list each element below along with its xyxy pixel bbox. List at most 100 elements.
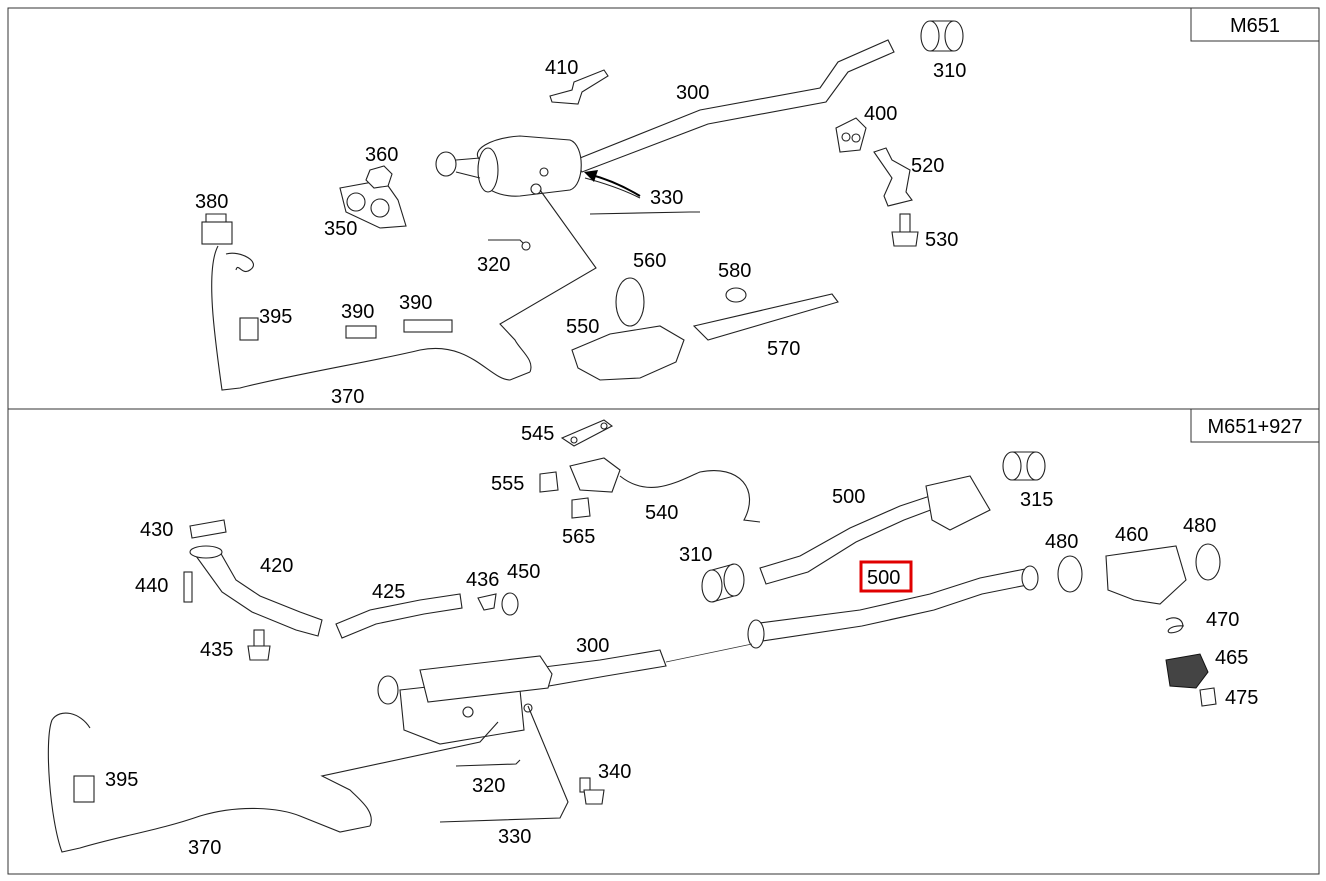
part-360-nut [365, 165, 393, 189]
labels-top: 410 300 310 400 520 360 330 380 350 530 … [195, 57, 966, 408]
section-title-bottom: M651+927 [1190, 408, 1320, 443]
section-frame-bottom [7, 408, 1320, 875]
label-565: 565 [562, 526, 595, 548]
part-460-valve [1105, 545, 1187, 605]
part-370-harness-bottom [47, 712, 499, 853]
label-300-bottom: 300 [576, 635, 609, 657]
label-395-bottom: 395 [105, 769, 138, 791]
part-565-grommet [571, 497, 591, 519]
arrow-330-top [587, 173, 641, 197]
label-500-highlighted: 500 [867, 567, 900, 589]
part-420-pipe [189, 545, 323, 637]
label-400: 400 [864, 103, 897, 125]
part-520-bracket [873, 147, 913, 207]
part-550-heat-shield [571, 325, 685, 381]
part-440-stud [183, 571, 193, 603]
section-title-bottom-text: M651+927 [1207, 416, 1302, 438]
label-580: 580 [718, 260, 751, 282]
section-title-top-text: M651 [1230, 15, 1280, 37]
part-315-clamp [1002, 451, 1046, 481]
label-330-top: 330 [650, 187, 683, 209]
label-370-bottom: 370 [188, 837, 221, 859]
part-555-grommet [539, 471, 559, 493]
label-320-bottom: 320 [472, 775, 505, 797]
part-400-hanger [835, 117, 867, 153]
part-dpf-bottom [377, 655, 553, 745]
label-410: 410 [545, 57, 578, 79]
part-320-sensor-bottom [455, 759, 521, 767]
part-395-clip-top [239, 317, 259, 341]
label-570: 570 [767, 338, 800, 360]
label-560: 560 [633, 250, 666, 272]
part-475-bolt [1199, 687, 1217, 707]
label-360: 360 [365, 144, 398, 166]
label-395-top: 395 [259, 306, 292, 328]
label-430: 430 [140, 519, 173, 541]
part-430-gasket [189, 519, 227, 539]
part-310-clamp-top [920, 20, 964, 52]
label-530: 530 [925, 229, 958, 251]
part-465-actuator [1165, 653, 1209, 689]
part-480-clamp-b [1195, 543, 1221, 581]
part-450-clamp [501, 592, 519, 616]
part-425-pipe [335, 593, 463, 639]
label-555: 555 [491, 473, 524, 495]
part-340-bolt [579, 777, 605, 805]
part-390-clip-a [345, 325, 377, 339]
label-470: 470 [1206, 609, 1239, 631]
label-520: 520 [911, 155, 944, 177]
label-370-top: 370 [331, 386, 364, 408]
part-580-clip [725, 287, 747, 303]
part-560-ring [615, 277, 645, 327]
highlight-box-500 [859, 560, 913, 593]
part-570-heat-shield [692, 293, 839, 341]
label-390-a: 390 [341, 301, 374, 323]
part-390-clip-b [403, 319, 453, 333]
label-315: 315 [1020, 489, 1053, 511]
part-435-bolt [247, 629, 271, 661]
part-410-bracket [549, 69, 609, 105]
part-540-control-unit [569, 457, 761, 523]
label-440: 440 [135, 575, 168, 597]
label-550: 550 [566, 316, 599, 338]
part-395-clip-bottom [73, 775, 95, 803]
section-title-top: M651 [1190, 7, 1320, 42]
part-530-bolt [891, 213, 919, 247]
label-300-top: 300 [676, 82, 709, 104]
part-350-gasket [339, 179, 407, 229]
label-475: 475 [1225, 687, 1258, 709]
part-310-clamp-bottom [701, 563, 745, 603]
part-330-sensor-line-top [584, 177, 700, 215]
label-450: 450 [507, 561, 540, 583]
label-480-b: 480 [1183, 515, 1216, 537]
label-310-bottom: 310 [679, 544, 712, 566]
part-436-gasket [477, 593, 497, 611]
label-320-top: 320 [477, 254, 510, 276]
label-465: 465 [1215, 647, 1248, 669]
label-310-top: 310 [933, 60, 966, 82]
label-500-upper: 500 [832, 486, 865, 508]
part-480-clamp-a [1057, 555, 1083, 593]
part-500-pipe-highlighted [747, 565, 1039, 649]
leader-300-500 [665, 643, 753, 663]
part-370-harness-top [211, 189, 597, 391]
label-545: 545 [521, 423, 554, 445]
label-380: 380 [195, 191, 228, 213]
label-420: 420 [260, 555, 293, 577]
part-330-line-bottom [439, 705, 569, 823]
part-545-bracket [560, 419, 614, 447]
label-340: 340 [598, 761, 631, 783]
label-350: 350 [324, 218, 357, 240]
label-390-b: 390 [399, 292, 432, 314]
part-380-connector [201, 213, 233, 245]
label-540: 540 [645, 502, 678, 524]
part-470-spring [1165, 617, 1185, 634]
part-dpf-top [435, 135, 582, 197]
label-425: 425 [372, 581, 405, 603]
arrow-330-head [584, 170, 598, 182]
label-435: 435 [200, 639, 233, 661]
label-436: 436 [466, 569, 499, 591]
label-330-bottom: 330 [498, 826, 531, 848]
part-300-pipe-top [574, 39, 895, 173]
